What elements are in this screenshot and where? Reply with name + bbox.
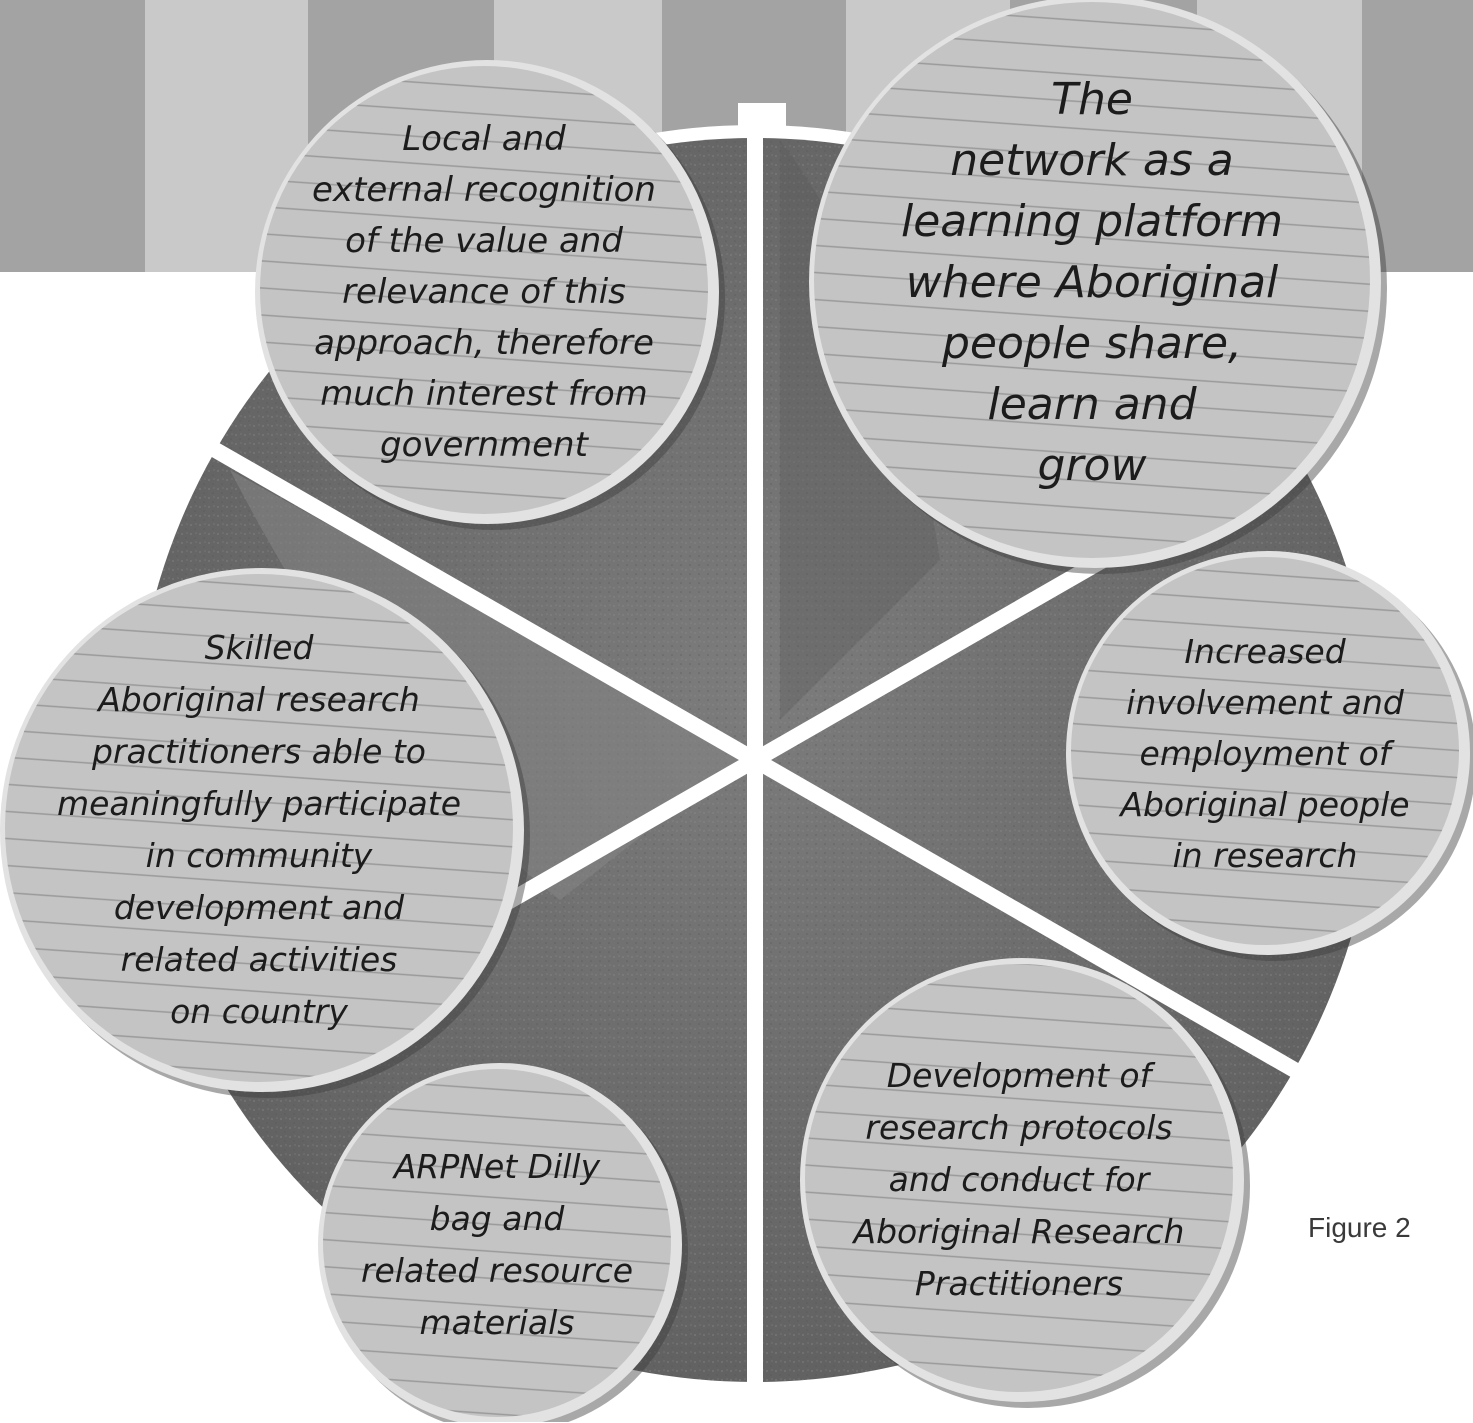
bubble-skilled-practitioners — [0, 568, 530, 1098]
bubble-ruled-lines — [1071, 557, 1459, 945]
bubble-text-lines: The network as a learning platform where Ab… — [901, 69, 1283, 496]
bubble-recognition — [255, 60, 725, 530]
bubble-text-learning-platform: The network as a learning platform where Ab… — [817, 0, 1367, 564]
bubble-text-line: research protocols — [865, 1108, 1173, 1147]
bubble-ruled-lines — [805, 964, 1233, 1392]
bubble-learning-platform — [809, 0, 1387, 574]
bubble-text-line: much interest from — [320, 373, 648, 414]
bubble-text-recognition: Local and external recognition of the valu… — [263, 64, 705, 520]
bubble-text-line: practitioners able to — [91, 732, 426, 771]
bubble-text-line: learning platform — [901, 195, 1283, 247]
bubble-text-line: development and — [113, 888, 405, 927]
bubble-text-line: people share, — [941, 317, 1243, 369]
bubble-text-line: approach, therefore — [314, 322, 654, 363]
bubble-text-line: relevance of this — [342, 271, 626, 312]
bubble-text-line: grow — [1037, 439, 1147, 491]
bubble-ruled-lines — [5, 574, 513, 1082]
bubble-text-line: bag and — [429, 1199, 565, 1238]
bubble-text-line: in research — [1172, 835, 1358, 875]
bubble-text-line: related activities — [120, 940, 398, 979]
bubble-text-line: Aboriginal people — [1120, 784, 1410, 824]
bubble-text-line: materials — [419, 1303, 575, 1342]
bubble-text-line: Development of — [886, 1056, 1152, 1095]
figure-label: Figure 2 — [1308, 1212, 1411, 1243]
bubble-text-line: involvement and — [1126, 682, 1404, 722]
bubble-ruled-lines — [814, 2, 1370, 558]
bubble-text-lines: Local and external recognition of the valu… — [312, 114, 656, 471]
bubble-involvement — [1066, 551, 1473, 961]
bubble-text-line: and conduct for — [888, 1160, 1150, 1199]
top-divider-cap — [738, 103, 786, 129]
bubble-text-line: external recognition — [311, 169, 656, 210]
bubble-text-involvement: Increased involvement and employment of Abo… — [1074, 555, 1456, 951]
bubble-text-line: Aboriginal Research — [853, 1212, 1185, 1251]
bubble-text-lines: Development of research protocols and cond… — [854, 1050, 1185, 1310]
bubble-text-line: Skilled — [204, 628, 314, 667]
bubble-text-line: learn and — [987, 378, 1197, 430]
bubble-text-line: on country — [170, 992, 348, 1031]
bubble-text-line: in community — [145, 836, 373, 875]
bubble-text-line: government — [380, 424, 588, 465]
bubble-text-line: The — [1051, 73, 1133, 125]
bubble-text-line: Aboriginal research — [98, 680, 420, 719]
bubble-text-line: network as a — [950, 134, 1234, 186]
bubble-ruled-lines — [323, 1069, 671, 1417]
bubble-text-protocols: Development of research protocols and cond… — [808, 962, 1230, 1398]
bubble-text-line: meaningfully participate — [56, 784, 462, 823]
bubble-protocols — [800, 958, 1250, 1408]
bubble-text-line: employment of — [1139, 733, 1391, 773]
bubble-text-line: related resource — [360, 1251, 634, 1290]
bubble-dilly-bag — [318, 1063, 688, 1422]
bubble-text-lines: ARPNet Dilly bag and related resource mater… — [361, 1141, 633, 1349]
bubble-text-lines: Increased involvement and employment of Abo… — [1120, 626, 1409, 881]
bubble-text-line: Increased — [1184, 631, 1346, 671]
bubble-ruled-lines — [260, 66, 708, 514]
bubble-text-line: Local and — [402, 118, 566, 159]
bubble-text-line: where Aboriginal — [905, 256, 1279, 308]
bubble-text-dilly-bag: ARPNet Dilly bag and related resource mater… — [326, 1067, 668, 1423]
bubble-text-line: of the value and — [345, 220, 623, 261]
bubble-text-line: Practitioners — [914, 1264, 1124, 1303]
bubble-text-line: ARPNet Dilly — [393, 1147, 601, 1186]
